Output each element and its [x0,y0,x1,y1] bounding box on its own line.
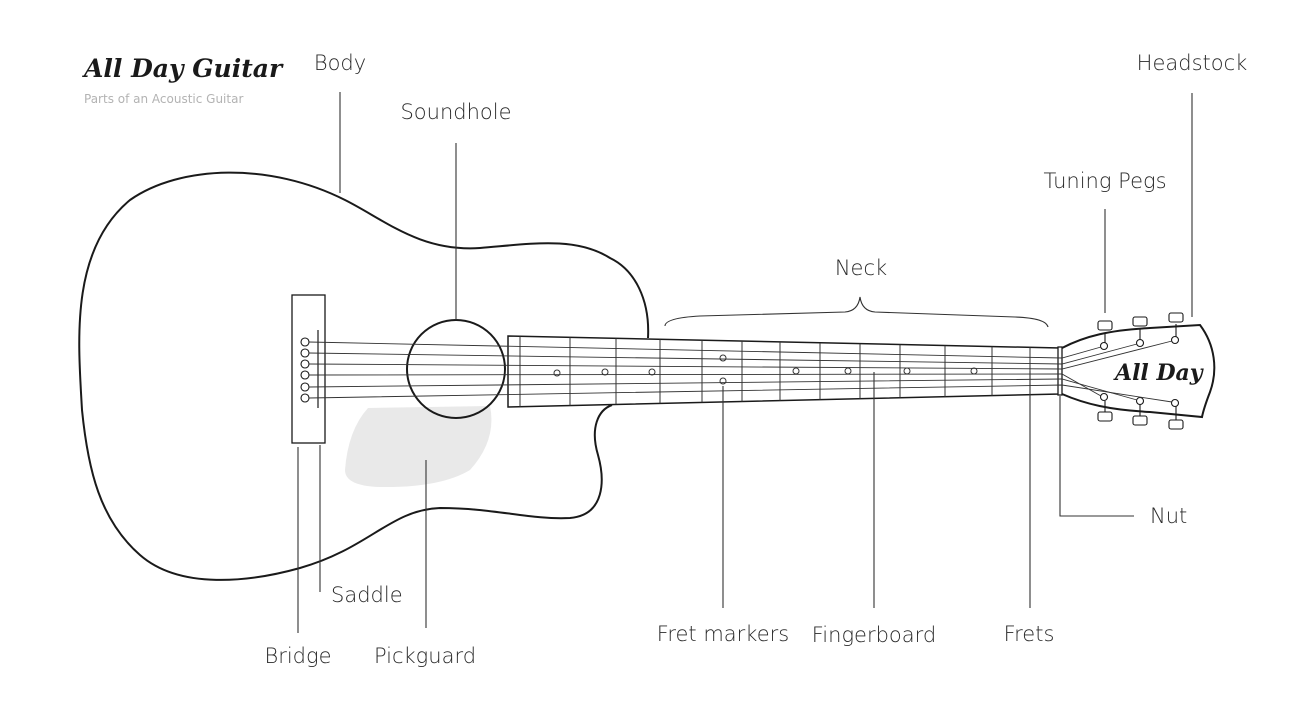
tuning-peg [1132,415,1148,426]
tuning-peg [1097,320,1113,331]
guitar-string [308,340,1173,370]
label-neck: Neck [835,256,887,280]
nut-shape [1057,346,1063,396]
fret-marker [903,367,911,375]
label-headstock: Headstock [1137,51,1248,75]
label-saddle: Saddle [331,583,403,607]
label-pickguard: Pickguard [374,644,476,668]
guitar-string [308,384,1173,403]
bridge-pin [300,393,310,403]
bridge-pin [300,370,310,380]
guitar-string [308,341,1102,359]
guitar-string [308,343,1138,365]
label-bridge: Bridge [264,644,331,668]
label-body: Body [314,51,366,75]
leader-lines [297,92,1193,633]
neck-brace [664,296,1049,328]
strings [308,340,1173,403]
label-fingerboard: Fingerboard [812,623,937,647]
fret-marker [719,377,727,385]
brand-subtitle: Parts of an Acoustic Guitar [84,92,243,106]
bridge-pin [300,382,310,392]
tuning-peg [1097,411,1113,422]
fret-marker [844,367,852,375]
headstock-logo: All Day [1113,360,1205,386]
fret-marker [648,368,656,376]
bridge-pin [300,348,310,358]
soundhole [406,319,506,419]
tuning-pegs-lower [1097,392,1184,430]
tuning-peg [1168,419,1184,430]
label-fret-markers: Fret markers [657,622,789,646]
brand-title: All Day Guitar [82,54,284,83]
fret-markers-group [553,354,978,385]
tuning-peg [1168,312,1184,323]
fret-marker [792,367,800,375]
bridge-pin [300,337,310,347]
label-soundhole: Soundhole [400,100,511,124]
tuning-peg [1132,316,1148,327]
label-tuning-pegs: Tuning Pegs [1043,169,1166,193]
fret-marker [719,354,727,362]
guitar-body-outline [78,171,650,581]
bridge-pin [300,359,310,369]
label-frets: Frets [1004,622,1055,646]
fret-marker [601,368,609,376]
label-nut: Nut [1150,504,1187,528]
headstock-shape [1061,323,1216,419]
bridge-shape [291,294,326,444]
pickguard-shape [345,406,492,488]
tuning-pegs-upper [1097,312,1184,351]
fret-marker [970,367,978,375]
